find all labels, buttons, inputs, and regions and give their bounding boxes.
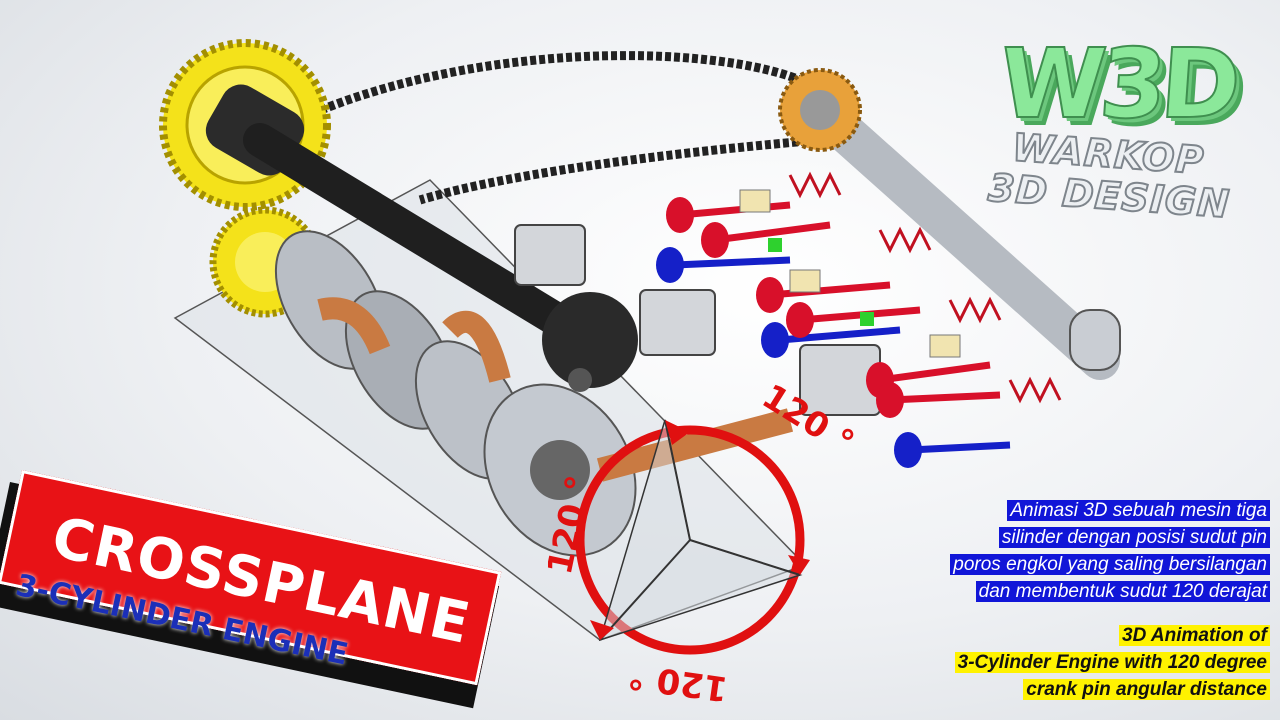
crankshaft <box>274 230 794 557</box>
camshaft <box>778 68 1121 380</box>
caption-indonesian: Animasi 3D sebuah mesin tiga silinder de… <box>850 497 1270 605</box>
balance-shaft <box>205 84 638 392</box>
caption-en-line: 3D Animation of <box>1119 625 1270 646</box>
caption-id-line: poros engkol yang saling bersilangan <box>950 554 1270 575</box>
logo-mark: W3D <box>995 27 1239 141</box>
pistons <box>514 224 881 416</box>
angle-diagram <box>575 419 810 655</box>
caption-en-line: crank pin angular distance <box>1023 679 1270 700</box>
caption-en-line: 3-Cylinder Engine with 120 degree <box>954 652 1270 673</box>
timing-chain <box>237 51 853 205</box>
caption-id-line: dan membentuk sudut 120 derajat <box>975 581 1270 602</box>
valves <box>656 171 1062 468</box>
caption-english: 3D Animation of 3-Cylinder Engine with 1… <box>850 622 1270 703</box>
caption-id-line: silinder dengan posisi sudut pin <box>998 527 1270 548</box>
caption-id-line: Animasi 3D sebuah mesin tiga <box>1007 500 1270 521</box>
